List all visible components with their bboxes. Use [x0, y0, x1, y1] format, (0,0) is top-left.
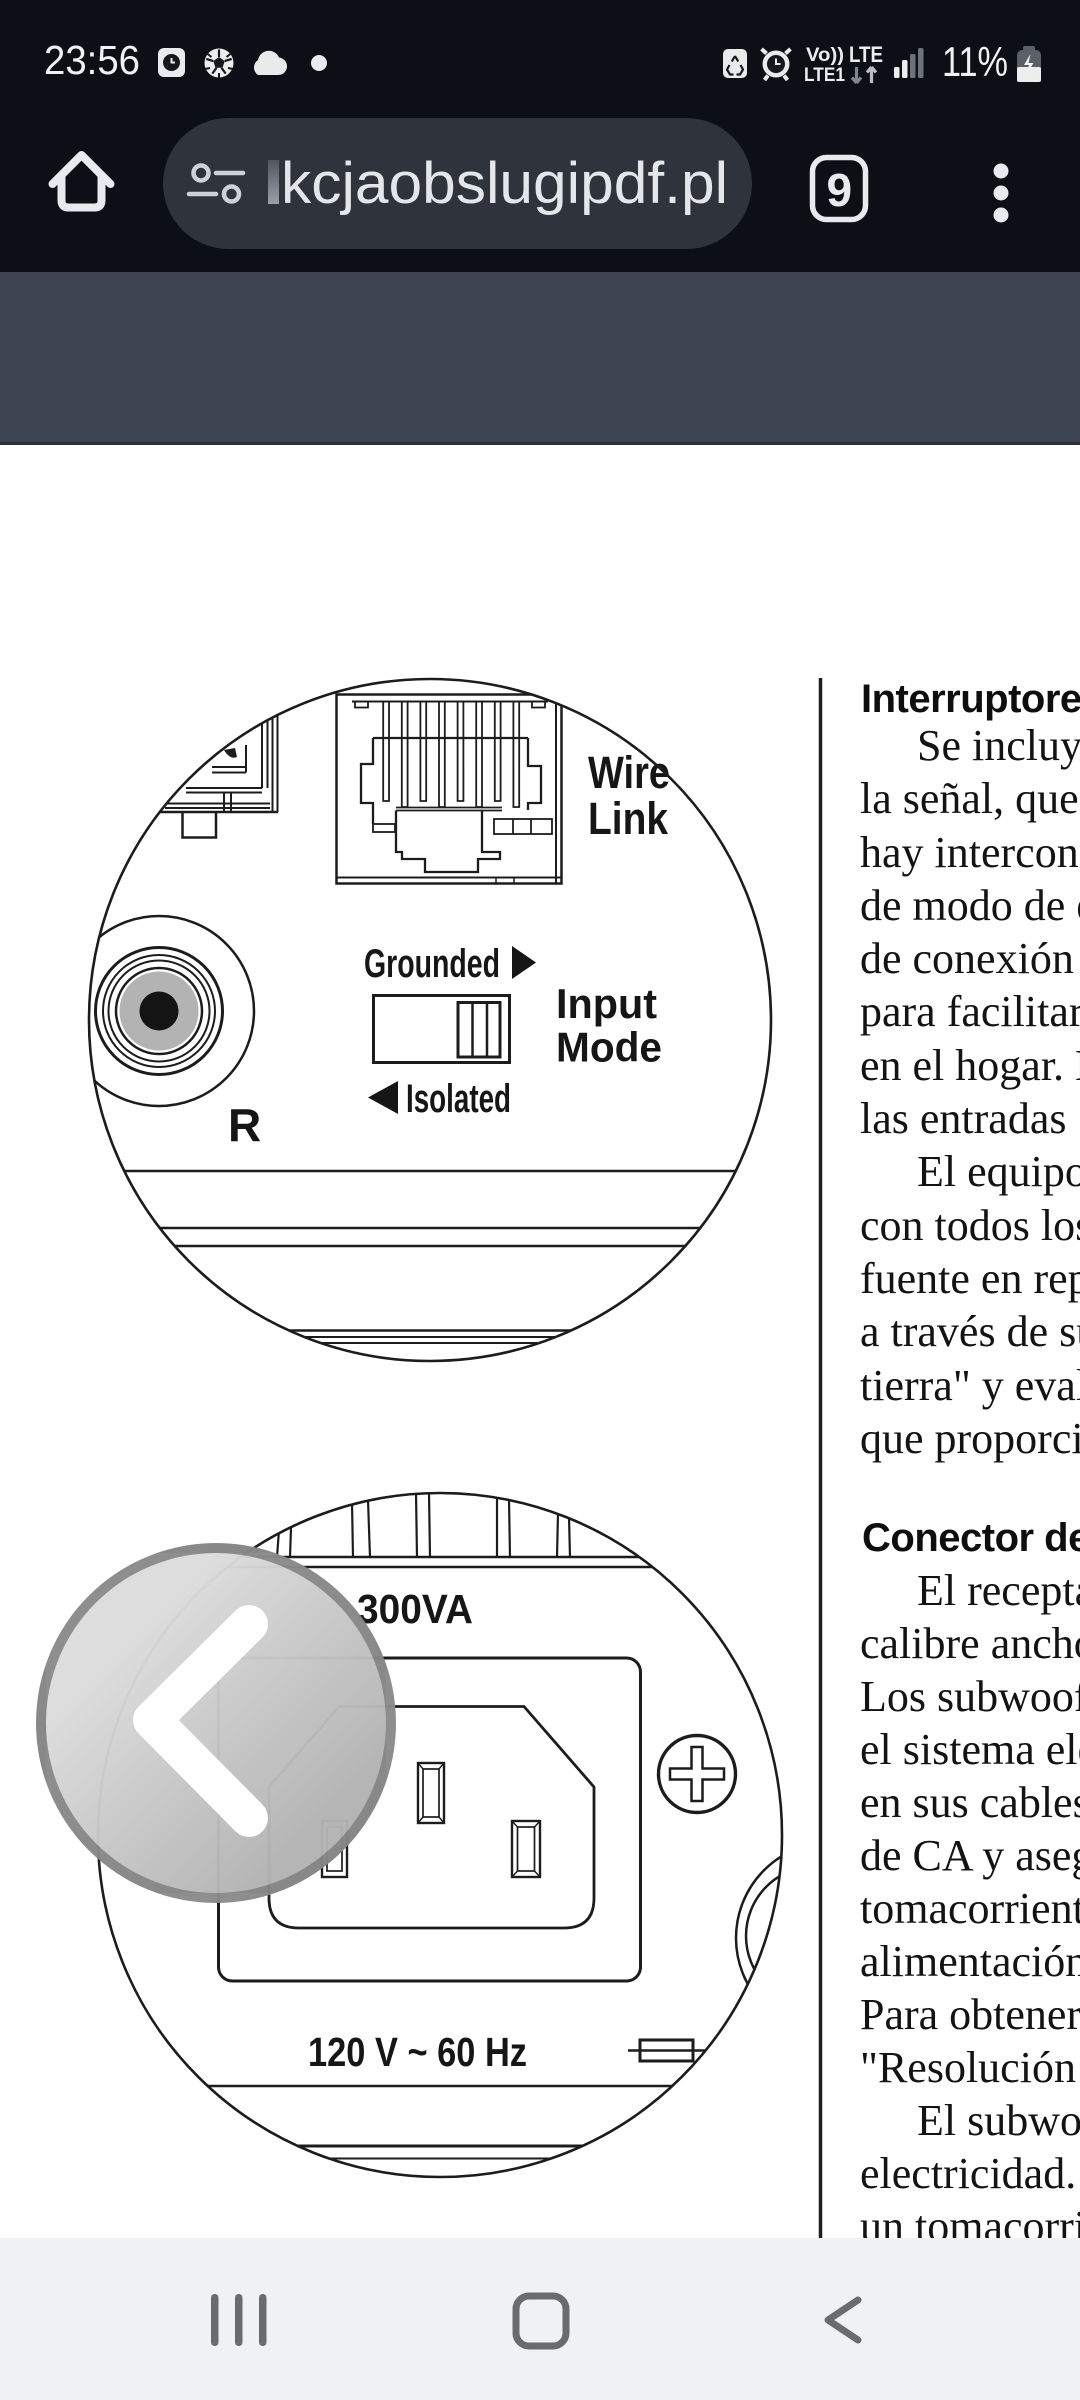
svg-text:23:56: 23:56 — [44, 37, 140, 83]
svg-text:Wire: Wire — [588, 747, 670, 798]
svg-text:120 V ~ 60 Hz: 120 V ~ 60 Hz — [308, 2029, 527, 2075]
svg-text:Grounded: Grounded — [364, 942, 500, 986]
svg-text:300VA: 300VA — [357, 1586, 473, 1632]
svg-text:R: R — [228, 1099, 261, 1151]
svg-text:LTE: LTE — [849, 42, 883, 67]
svg-text:Vo)): Vo)) — [806, 45, 844, 66]
svg-text:Isolated: Isolated — [406, 1077, 511, 1121]
svg-text:11%: 11% — [942, 38, 1008, 85]
svg-text:Link: Link — [588, 793, 669, 844]
svg-text:Mode: Mode — [556, 1024, 662, 1071]
svg-text:Input: Input — [556, 980, 657, 1027]
svg-text:9: 9 — [827, 164, 853, 216]
svg-text:kcjaobslugipdf.pl: kcjaobslugipdf.pl — [281, 151, 728, 216]
svg-text:LTE1: LTE1 — [804, 65, 845, 86]
